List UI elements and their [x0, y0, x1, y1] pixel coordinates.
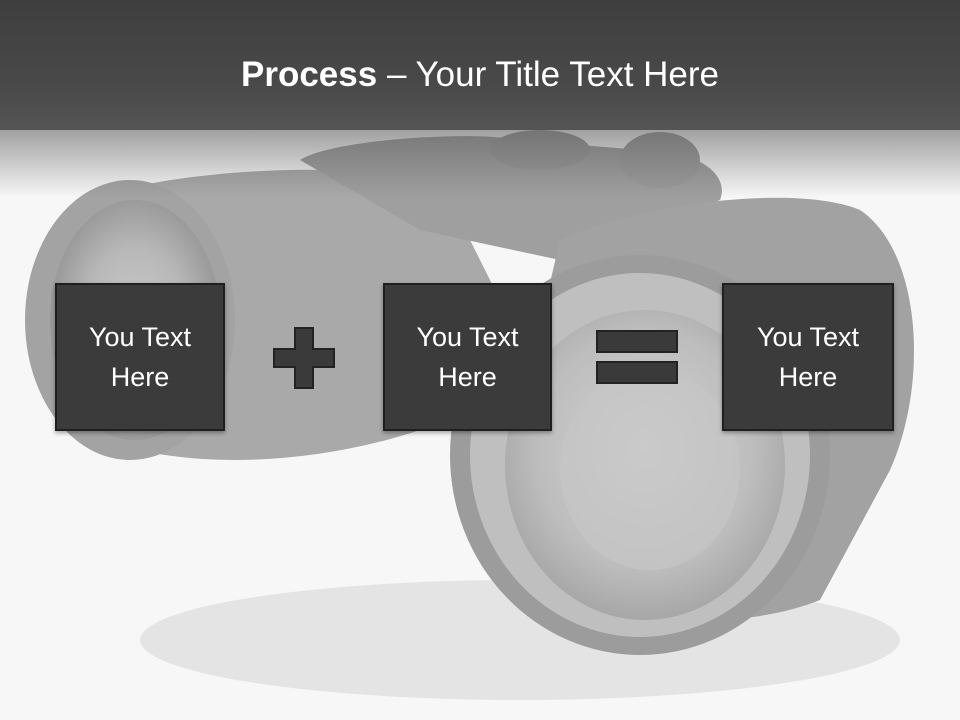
process-box-3-text: You Text Here	[756, 322, 860, 392]
process-box-3[interactable]: You Text Here	[722, 283, 894, 431]
process-box-1[interactable]: You Text Here	[55, 283, 225, 431]
title-bold: Process	[241, 55, 378, 94]
title-rest: – Your Title Text Here	[377, 55, 719, 94]
process-box-1-text: You Text Here	[88, 322, 192, 392]
title-bar	[0, 0, 960, 130]
process-box-2-text: You Text Here	[416, 322, 519, 392]
slide-title: Process – Your Title Text Here	[0, 52, 960, 98]
process-box-2[interactable]: You Text Here	[383, 283, 552, 431]
title-bar-fade	[0, 128, 960, 198]
plus-icon	[273, 327, 335, 389]
equals-icon	[596, 330, 678, 384]
